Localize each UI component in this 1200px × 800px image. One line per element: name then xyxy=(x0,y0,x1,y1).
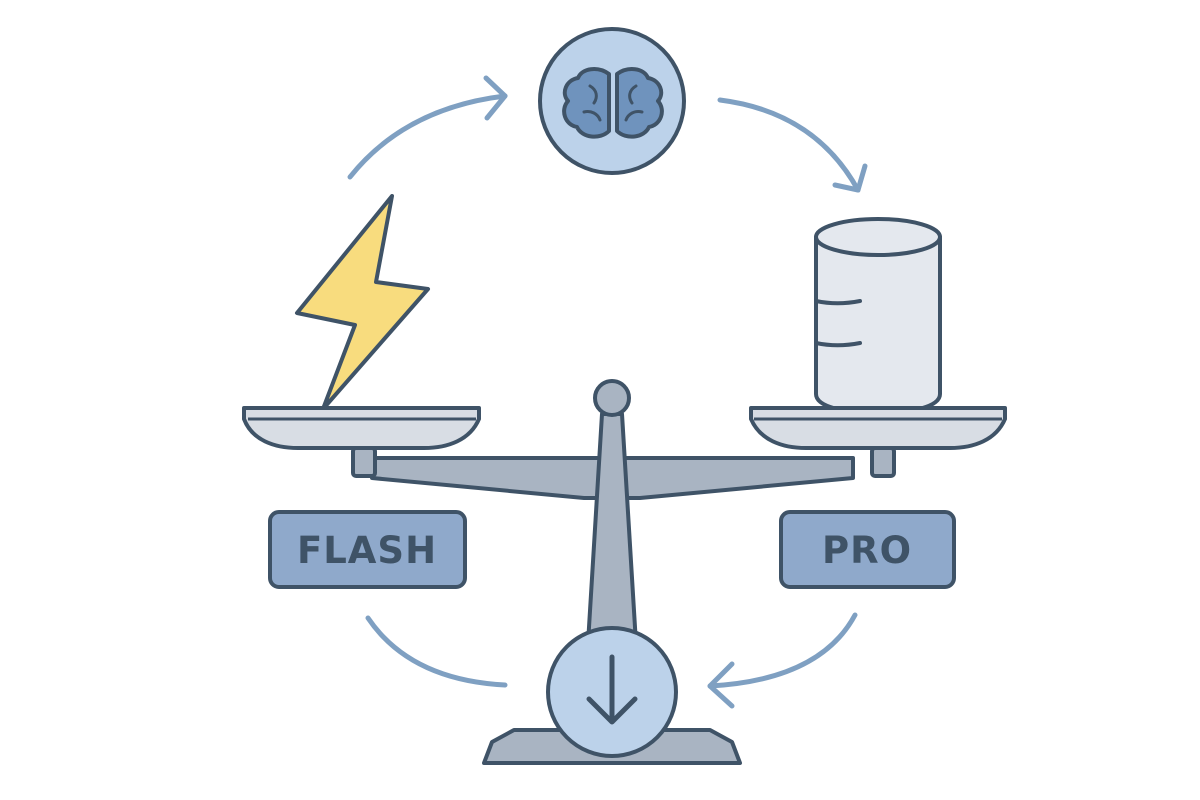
cycle-arrows xyxy=(347,75,868,709)
pro-label: PRO xyxy=(822,529,912,572)
scale-post xyxy=(585,379,639,662)
cycle-arrow-bottom-left xyxy=(365,615,508,688)
cycle-arrow-top-right xyxy=(717,97,868,193)
pro-label-badge: PRO xyxy=(779,510,956,589)
down-arrow-icon xyxy=(586,654,638,725)
right-pan xyxy=(749,406,1007,450)
brain-icon xyxy=(562,67,664,139)
cycle-arrow-bottom-right xyxy=(707,612,858,709)
down-arrow-node xyxy=(546,626,678,758)
flash-label: FLASH xyxy=(297,529,437,572)
lightning-bolt-icon xyxy=(295,194,430,411)
cycle-arrow-top-left xyxy=(347,75,508,180)
left-pan xyxy=(242,406,481,450)
brain-node xyxy=(538,27,686,175)
flash-label-badge: FLASH xyxy=(268,510,467,589)
cylinder-icon xyxy=(814,217,942,415)
